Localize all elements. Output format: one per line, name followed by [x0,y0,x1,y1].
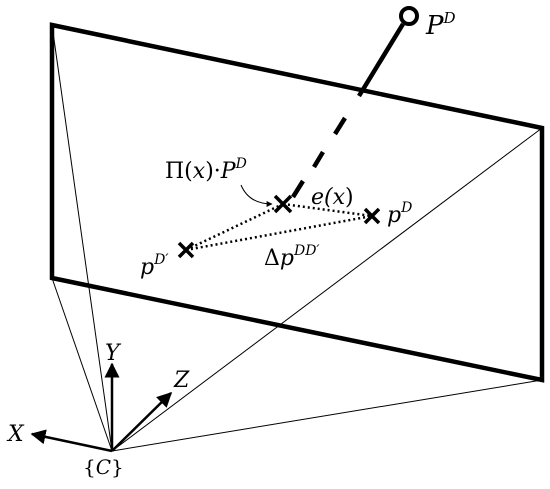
matched-label: pD′ [140,252,169,280]
observed-label: pD [387,200,412,228]
camera-center-label: {C} [83,455,124,479]
ray-top-left [51,24,113,452]
line-of-sight [291,22,405,199]
image-plane [49,22,545,383]
projection-label: Π(x)·PD [165,156,247,184]
point-3d-label: PD [425,9,456,41]
projection-cross [273,194,293,214]
projection-to-matched-line [185,202,284,252]
matched-cross [177,241,195,259]
axis-x-label: X [6,422,25,447]
axis-y-label: Y [105,341,122,366]
sight-dash-3 [291,179,305,199]
ray-bottom-right [111,379,543,452]
point-3d-marker [399,6,419,26]
frustum-rays [51,24,543,452]
sight-solid-segment [357,22,405,98]
error-triangle [185,202,373,252]
sight-dash-2 [312,150,325,169]
observed-cross [363,207,381,225]
camera-axes [30,362,173,453]
axis-z-arrow [111,391,173,452]
axis-x-arrow [30,429,113,453]
ray-top-right [111,127,543,452]
error-label: e(x) [311,185,354,210]
displacement-label: ΔpDD′ [264,243,320,271]
projection-leader-arrow [240,184,273,207]
displacement-line [185,214,373,252]
sight-dash-1 [333,116,347,136]
axis-z-label: Z [173,368,190,393]
ray-bottom-left [51,277,113,452]
